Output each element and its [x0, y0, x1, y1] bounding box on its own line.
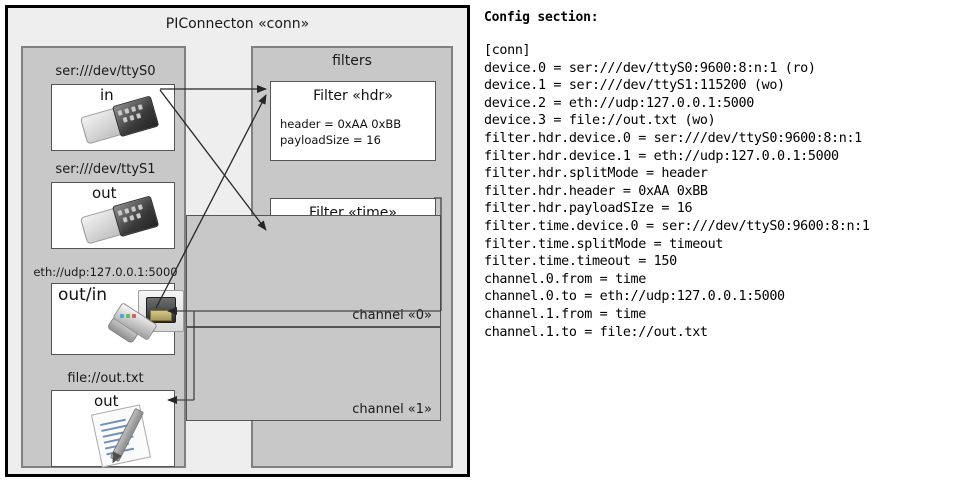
device-label-ser-ttys0: ser:///dev/ttyS0 — [55, 64, 156, 79]
config-line: filter.time.splitMode = timeout — [484, 236, 724, 252]
edge-eth-to-filter-hdr — [155, 94, 267, 309]
config-line: device.1 = ser:///dev/ttyS1:115200 (wo) — [484, 78, 785, 94]
filter-title-hdr: Filter «hdr» — [313, 88, 393, 104]
device-caption-out-serial: out — [92, 184, 117, 202]
edge-channel0-route — [434, 197, 442, 311]
config-line: filter.hdr.payloadSIze = 16 — [484, 201, 693, 217]
config-line: [conn] — [484, 43, 531, 58]
device-box-file-out-txt[interactable]: out — [51, 390, 175, 468]
filter-prop-payloadsize: payloadSize = 16 — [280, 133, 381, 147]
config-line: filter.hdr.device.1 = eth://udp:127.0.0.… — [484, 148, 839, 164]
device-label-file-out-txt: file://out.txt — [67, 371, 144, 386]
config-line: device.2 = eth://udp:127.0.0.1:5000 — [484, 95, 754, 111]
device-caption-out-file: out — [94, 392, 119, 410]
config-line: filter.time.device.0 = ser:///dev/ttyS0:… — [484, 218, 870, 234]
config-line: channel.1.from = time — [484, 306, 646, 322]
config-line: channel.0.to = eth://udp:127.0.0.1:5000 — [484, 289, 785, 305]
config-line: filter.hdr.splitMode = header — [484, 166, 708, 182]
device-box-ser-ttys0[interactable]: in — [51, 84, 175, 151]
device-caption-out-in: out/in — [58, 285, 108, 305]
channel-label-0: channel «0» — [352, 308, 432, 323]
diagram-title: PIConnecton «conn» — [165, 16, 310, 32]
device-label-ser-ttys1: ser:///dev/ttyS1 — [55, 162, 156, 177]
config-line: channel.0.from = time — [484, 271, 646, 287]
device-label-eth-udp: eth://udp:127.0.0.1:5000 — [33, 265, 178, 279]
config-line: device.0 = ser:///dev/ttyS0:9600:8:n:1 (… — [484, 60, 816, 76]
channel-box-1[interactable]: channel «1» — [186, 327, 441, 421]
device-box-ser-ttys1[interactable]: out — [51, 182, 175, 249]
connector-edges — [155, 85, 442, 404]
config-line: device.3 = file://out.txt (wo) — [484, 113, 716, 129]
config-line: filter.time.timeout = 150 — [484, 254, 677, 270]
config-line: filter.hdr.device.0 = ser:///dev/ttyS0:9… — [484, 130, 862, 146]
device-caption-in: in — [100, 86, 114, 104]
config-section: Config section: [conn] device.0 = ser:///… — [482, 6, 960, 476]
channel-label-1: channel «1» — [352, 402, 432, 417]
filter-box-hdr[interactable]: Filter «hdr» header = 0xAA 0xBB payloadS… — [270, 81, 436, 161]
filters-panel-title: filters — [332, 53, 372, 69]
edge-ttys0-to-filter-time — [159, 89, 267, 231]
piconnecton-diagram: PIConnecton «conn» ser:///dev/ttyS0 in — [5, 5, 470, 477]
filter-prop-header: header = 0xAA 0xBB — [280, 117, 402, 131]
config-lines: [conn] device.0 = ser:///dev/ttyS0:9600:8… — [484, 42, 960, 341]
config-line: filter.hdr.header = 0xAA 0xBB — [484, 183, 708, 199]
config-heading: Config section: — [484, 10, 599, 25]
config-line: channel.1.to = file://out.txt — [484, 324, 708, 340]
devices-panel: ser:///dev/ttyS0 in ser:///dev/ttyS1 — [21, 46, 186, 468]
